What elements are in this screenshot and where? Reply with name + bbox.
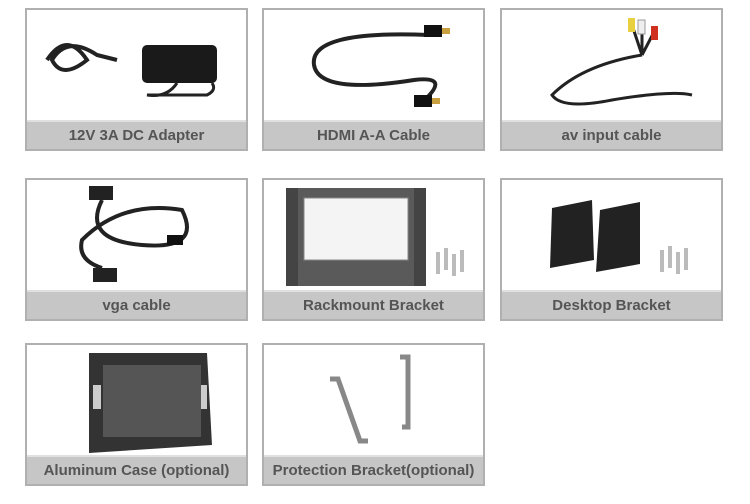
accessory-card-hdmi-cable: HDMI A-A Cable [262,8,485,151]
accessory-card-av-cable: av input cable [500,8,723,151]
accessory-label: Desktop Bracket [502,290,721,319]
accessory-label: 12V 3A DC Adapter [27,120,246,149]
accessory-label: Protection Bracket(optional) [264,455,483,484]
power-adapter-icon [45,43,217,97]
accessory-label: HDMI A-A Cable [264,120,483,149]
desktop-bracket-icon [550,200,688,274]
accessory-label: vga cable [27,290,246,319]
accessory-card-rackmount-bracket: Rackmount Bracket [262,178,485,321]
aluminum-case-icon [89,353,212,453]
av-cable-icon [550,18,693,106]
vga-cable-icon [79,186,189,282]
accessory-label: Aluminum Case (optional) [27,455,246,484]
accessory-label: Rackmount Bracket [264,290,483,319]
accessory-card-desktop-bracket: Desktop Bracket [500,178,723,321]
accessory-card-vga-cable: vga cable [25,178,248,321]
protection-bracket-icon [330,354,411,444]
rackmount-bracket-icon [286,188,464,286]
accessory-card-aluminum-case: Aluminum Case (optional) [25,343,248,486]
accessory-label: av input cable [502,120,721,149]
accessory-card-dc-adapter: 12V 3A DC Adapter [25,8,248,151]
accessory-card-protection-bracket: Protection Bracket(optional) [262,343,485,486]
hdmi-cable-icon [311,25,450,107]
